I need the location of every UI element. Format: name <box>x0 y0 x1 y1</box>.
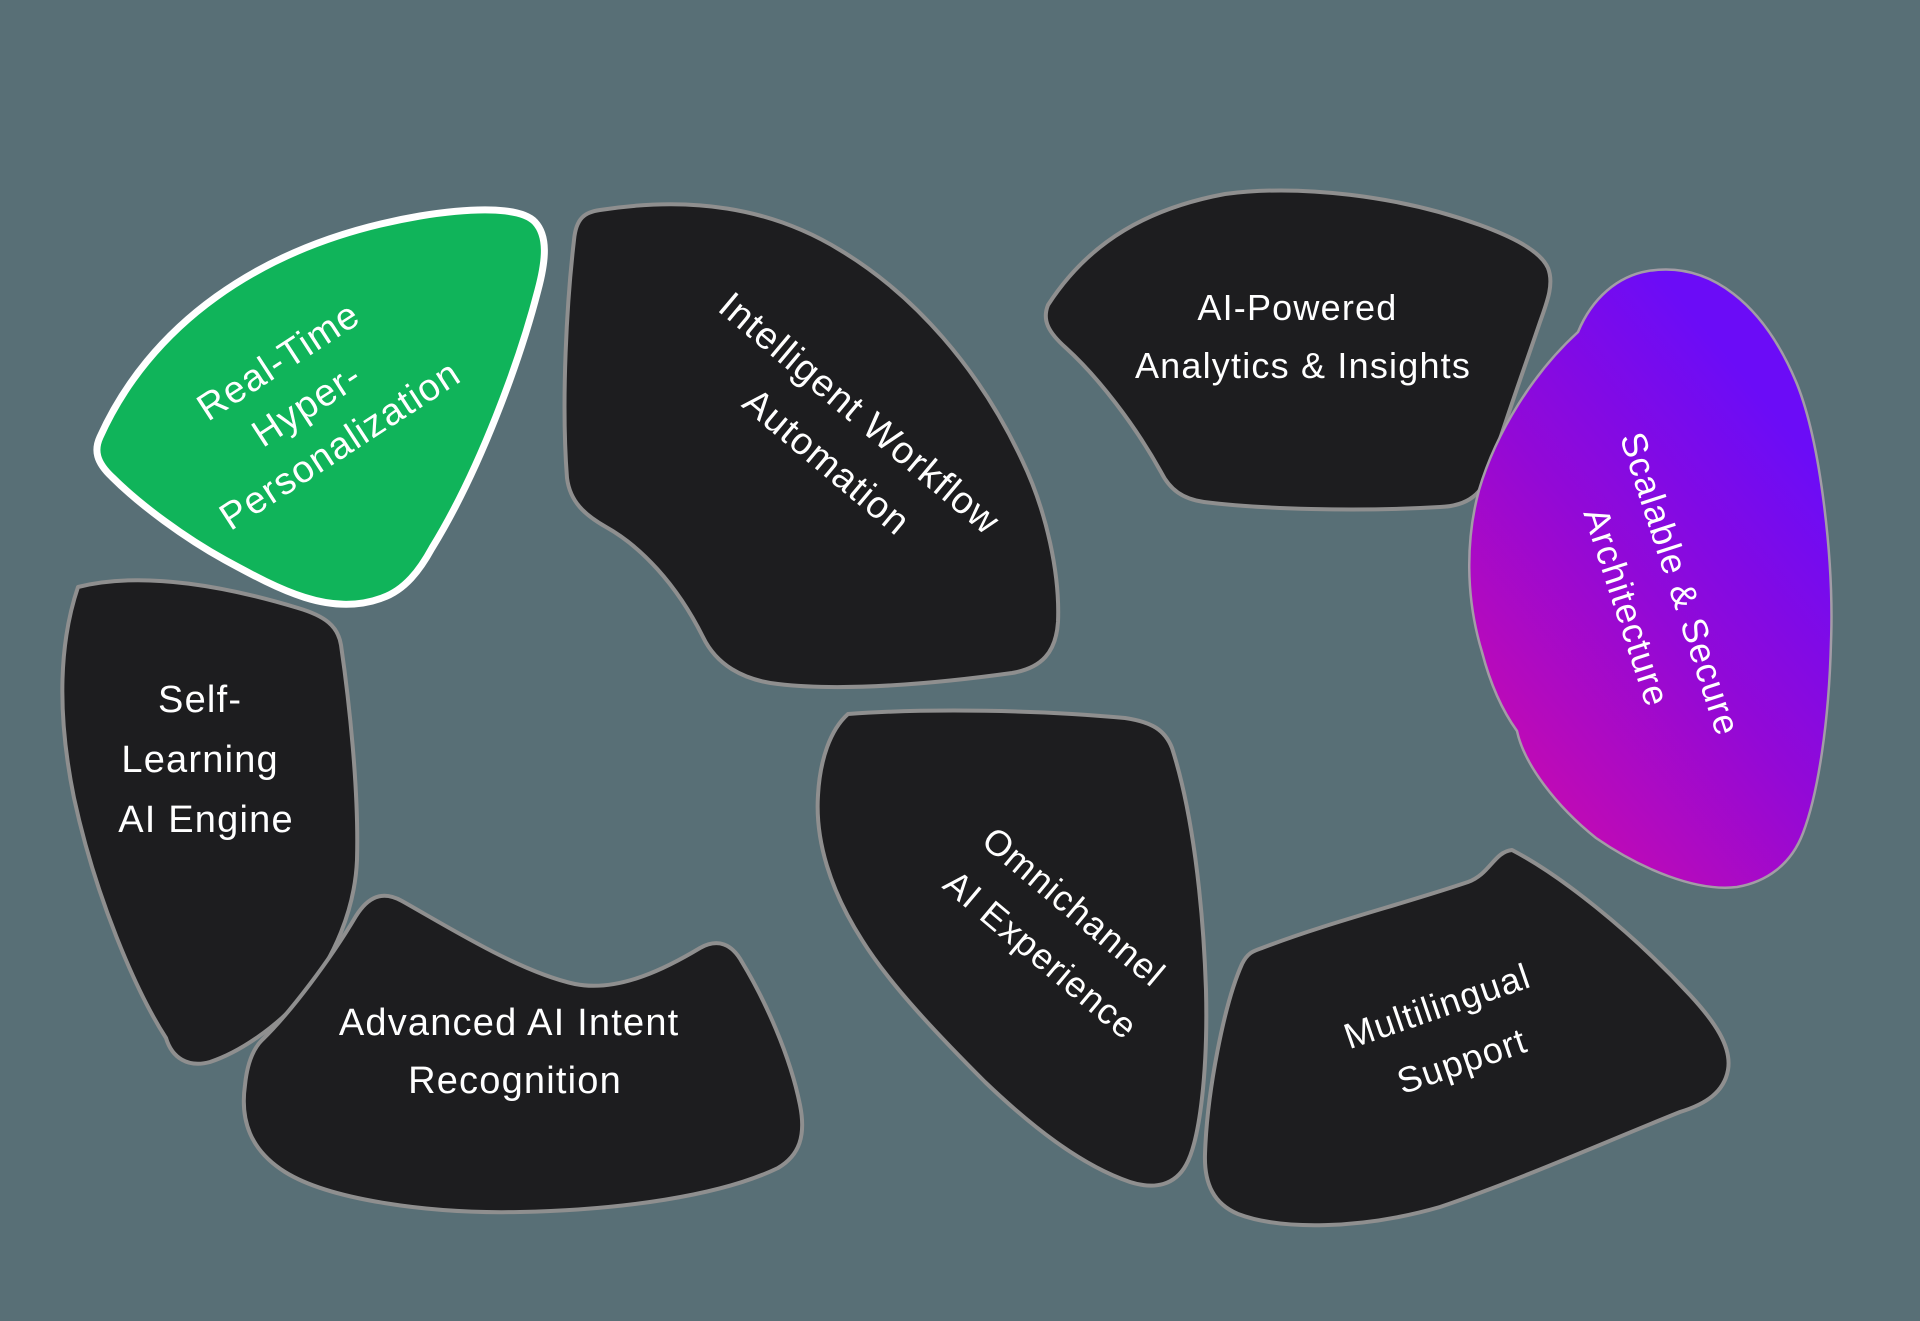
segment-omnichannel-ai-experience-shape <box>815 708 1209 1188</box>
segment-multilingual-support-shape <box>1202 848 1731 1228</box>
segment-label: AI-Powered Analytics & Insights <box>1135 287 1471 386</box>
segment-label-line: Analytics & Insights <box>1135 345 1471 386</box>
segment-advanced-ai-intent-recognition-shape <box>241 893 805 1215</box>
segment-intelligent-workflow-automation-shape <box>562 202 1061 690</box>
segment-label-line: Recognition <box>408 1060 622 1102</box>
segment-label-line: Advanced AI Intent <box>339 1002 680 1044</box>
segment-multilingual-support: Multilingual Support <box>1202 848 1731 1228</box>
segment-label: Advanced AI Intent Recognition <box>339 1002 691 1102</box>
segment-real-time-hyper-personalization: Real-Time Hyper- Personalization <box>93 206 548 608</box>
segment-ai-powered-analytics-insights: AI-Powered Analytics & Insights <box>1043 188 1553 512</box>
segment-scalable-secure-architecture-shape <box>1468 268 1833 889</box>
segment-advanced-ai-intent-recognition: Advanced AI Intent Recognition <box>241 893 805 1215</box>
segment-omnichannel-ai-experience: Omnichannel AI Experience <box>815 708 1209 1188</box>
segment-real-time-hyper-personalization-shape <box>93 206 548 608</box>
segment-label: Self- Learning AI Engine <box>118 679 294 841</box>
segment-label-line: AI Engine <box>118 799 294 841</box>
segment-scalable-secure-architecture: Scalable & Secure Architecture <box>1468 268 1833 889</box>
segment-label-line: Self- <box>158 679 242 721</box>
segment-label-line: AI-Powered <box>1197 287 1397 328</box>
segment-self-learning-ai-engine: Self- Learning AI Engine <box>60 578 360 1066</box>
segment-label-line: Learning <box>121 739 279 781</box>
segment-intelligent-workflow-automation: Intelligent Workflow Automation <box>562 202 1061 690</box>
